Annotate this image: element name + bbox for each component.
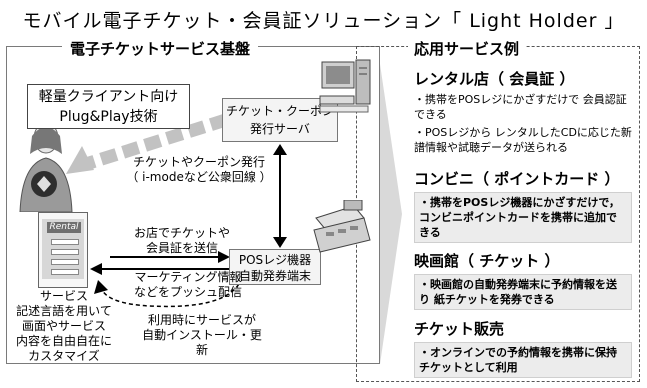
service-rental: レンタル店（ 会員証 ） ・携帯をPOSレジにかざすだけで 会員認証できる ・P… [414,68,632,155]
phone-menu-line [51,249,79,255]
phone-brand-label: Rental [47,222,81,233]
store-line: 会員証を送信 [145,241,218,255]
service-title: コンビニ（ ポイントカード ） [414,170,620,188]
callout-line: 軽量クライアント向け [38,89,179,105]
service-item: ・映画館の自動発券端末に予約情報を送り 紙チケットを発券できる [414,274,632,310]
service-item: ・オンラインでの予約情報を携帯に保持 チケットとして利用 [414,342,632,378]
server-label: 発行サーバ [250,122,310,136]
service-language-text: サービス 記述言語を用いて 画面やサービス 内容を自由自在に カスタマイズ [14,289,114,364]
auto-install-line: 利用時にサービスが [147,313,256,327]
issue-server-box: チケット・クーポン 発行サーバ [222,98,338,142]
service-item: ・POSレジから レンタルしたCDに応じた新譜情報や試聴データが送られる [414,126,632,154]
service-item: ・携帯をPOSレジにかざすだけで 会員認証できる [414,93,627,121]
marketing-line: マーケティング情報 [134,270,242,284]
server-label: チケット・クーポン [225,104,334,118]
computer-icon [319,59,371,113]
service-line: 画面やサービス [21,319,106,333]
pos-terminal-box: POSレジ機器 自動発券端末 [229,249,321,285]
service-ticket-sales: チケット販売 ・オンラインでの予約情報を携帯に保持 チケットとして利用 [414,318,632,378]
push-from-pos-arrow-icon [90,263,230,275]
service-convenience: コンビニ（ ポイントカード ） ・携帯をPOSレジ機器にかざすだけで，コンビニポ… [414,168,632,243]
transition-arrow-icon [380,64,402,364]
service-title: レンタル店（ 会員証 ） [414,70,575,88]
mobile-phone-icon: Rental [38,212,88,288]
service-item: ・携帯をPOSレジ機器にかざすだけで，コンビニポイントカードを携帯に追加できる [414,192,632,243]
applications-panel-title: 応用サービス例 [408,38,526,59]
issue-line: チケットやクーポン発行 [132,155,265,169]
phone-menu-line [51,239,79,245]
marketing-text: マーケティング情報 などをプッシュ配信 [128,270,248,300]
store-text: お店でチケットや 会員証を送信 [124,226,240,256]
phone-menu-line [51,259,79,265]
service-line: 記述言語を用いて [16,304,112,318]
page-title: モバイル電子チケット・会員証ソリューション「 Light Holder 」 [22,10,625,32]
platform-panel-title: 電子チケットサービス基盤 [62,38,259,59]
service-cinema: 映画館（ チケット ） ・映画館の自動発券端末に予約情報を送り 紙チケットを発券… [414,250,632,310]
service-title: 映画館（ チケット ） [414,252,560,270]
pos-label: 自動発券端末 [238,269,311,283]
send-to-pos-arrow-icon [110,251,230,263]
issue-line: （ i-modeなど公衆回線 ） [126,170,272,184]
auto-install-line: 自動インストール・更新 [142,328,262,357]
cash-register-icon [313,200,371,253]
service-line: サービス [39,289,88,303]
auto-install-arrow-icon [94,277,243,308]
issue-text: チケットやクーポン発行 （ i-modeなど公衆回線 ） [124,155,274,185]
server-pos-link-icon [273,144,287,248]
phone-menu-line [51,269,79,275]
auto-install-text: 利用時にサービスが 自動インストール・更新 [138,313,266,358]
store-line: お店でチケットや [133,226,230,240]
callout-line: Plug&Play技術 [59,109,158,125]
person-illustration-icon [19,122,73,212]
service-title: チケット販売 [414,320,505,338]
service-line: 内容を自由自在に [15,334,112,348]
service-line: カスタマイズ [28,349,100,363]
plug-and-play-callout: 軽量クライアント向け Plug&Play技術 [27,84,190,129]
pos-label: POSレジ機器 [238,253,312,267]
marketing-line: などをプッシュ配信 [133,285,242,299]
